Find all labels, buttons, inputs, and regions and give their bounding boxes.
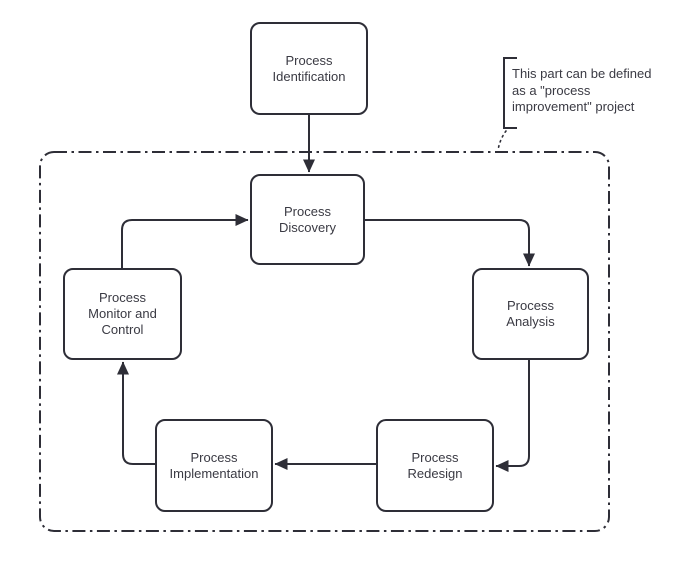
node-label: Process Implementation [169, 449, 259, 481]
node-label: Process Analysis [506, 298, 555, 329]
edge-discovery-to-analysis [365, 219, 535, 267]
edge-implementation-to-monitor [117, 361, 155, 465]
node-label: Process Identification [272, 52, 346, 84]
node-process-analysis: Process Analysis [472, 268, 589, 360]
node-label: Process Discovery [278, 203, 337, 235]
edge-monitor-to-discovery [121, 214, 249, 268]
edge-analysis-to-redesign [495, 360, 530, 472]
annotation-connector-dots [497, 130, 507, 151]
node-process-monitor-and-control: Process Monitor and Control [63, 268, 182, 360]
node-label: Process Monitor and Control [88, 290, 157, 337]
node-process-identification: Process Identification [250, 22, 368, 115]
node-label: Process Redesign [407, 449, 463, 481]
node-process-implementation: Process Implementation [155, 419, 273, 512]
node-process-redesign: Process Redesign [376, 419, 494, 512]
node-process-discovery: Process Discovery [250, 174, 365, 265]
improvement-scope-boundary [39, 151, 610, 532]
annotation-text: This part can be defined as a "process i… [512, 66, 652, 114]
annotation-bracket [503, 57, 517, 129]
